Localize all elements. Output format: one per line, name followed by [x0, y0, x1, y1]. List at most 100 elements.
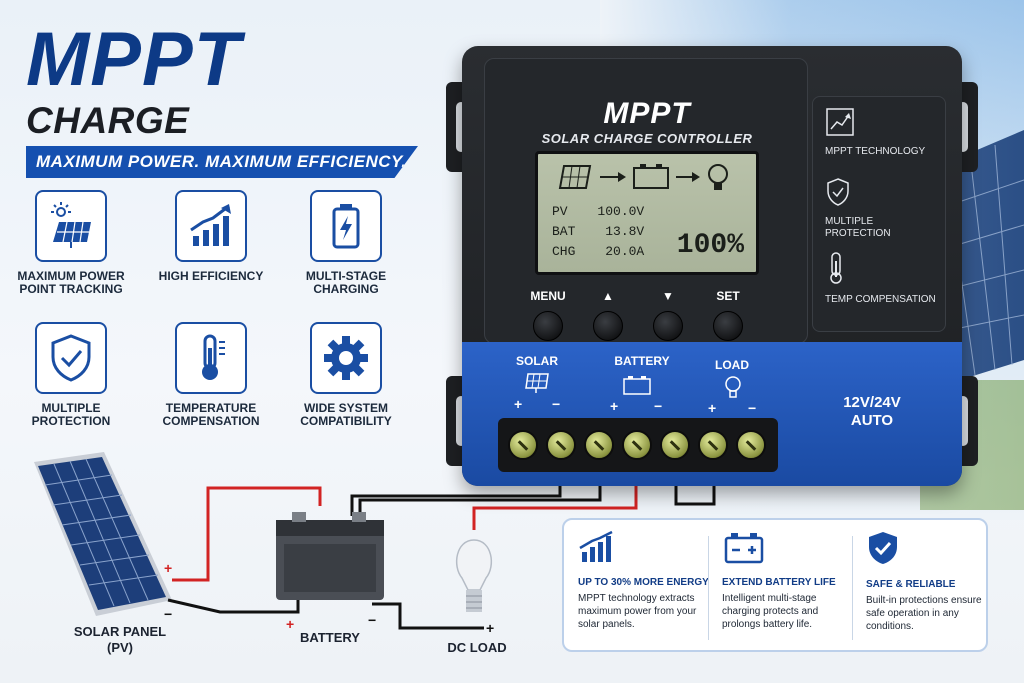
side-feature-label: TEMP COMPENSATION	[825, 294, 936, 305]
lcd-flow-icons	[558, 164, 728, 190]
lcd-display: PV 100.0V BAT 13.8V CHG 20.0A 100%	[535, 151, 759, 275]
feature-charging: MULTI-STAGE CHARGING	[281, 190, 411, 296]
menu-button[interactable]	[533, 311, 563, 341]
lcd-chg-value: 20.0A	[605, 244, 645, 259]
lcd-solar-icon	[558, 165, 592, 189]
solar-minus: −	[552, 396, 561, 412]
port-battery-icon	[623, 376, 651, 395]
benefit-energy: UP TO 30% MORE ENERGY MPPT technology ex…	[578, 530, 710, 631]
solar-plus: +	[514, 396, 523, 412]
front-panel: MPPT SOLAR CHARGE CONTROLLER	[484, 58, 808, 344]
bulb-illustration	[455, 539, 493, 612]
shield-check-icon	[869, 532, 897, 564]
terminal-screw[interactable]	[736, 430, 766, 460]
benefit-battery: EXTEND BATTERY LIFE Intelligent multi-st…	[722, 530, 854, 631]
load-positive-mark: +	[486, 620, 495, 636]
headline-title: MPPT	[26, 17, 242, 102]
load-port-label: LOAD	[715, 358, 749, 372]
benefit-text: MPPT technology extracts maximum power f…	[578, 593, 697, 630]
shield-check-icon	[35, 322, 107, 394]
growth-chart-icon	[175, 190, 247, 262]
lcd-battery-icon	[633, 164, 669, 189]
port-solar-icon	[525, 373, 549, 393]
benefit-title: EXTEND BATTERY LIFE	[722, 577, 836, 588]
charge-controller: MPPT SOLAR CHARGE CONTROLLER	[446, 46, 978, 486]
benefit-text: Intelligent multi-stage charging protect…	[722, 593, 819, 630]
side-feature-label: MPPT TECHNOLOGY	[825, 146, 926, 157]
lcd-pv-row: PV 100.0V	[552, 204, 644, 219]
battery-label: BATTERY	[300, 630, 360, 645]
port-bulb-icon	[725, 376, 741, 398]
up-button[interactable]	[593, 311, 623, 341]
solar-panel-illustration	[34, 452, 172, 616]
solar-port-label: SOLAR	[516, 354, 558, 368]
bar-chart-icon	[579, 530, 613, 562]
solar-negative-mark: −	[164, 606, 173, 622]
set-button-label: SET	[716, 289, 740, 303]
lcd-pv-value: 100.0V	[597, 204, 645, 219]
voltage-label: 12V/24V AUTO	[843, 394, 901, 429]
lcd-bat-row: BAT 13.8V	[552, 224, 644, 239]
load-plus: +	[708, 400, 717, 416]
battery-charging-icon	[310, 190, 382, 262]
terminal-screw[interactable]	[698, 430, 728, 460]
dc-load-label: DC LOAD	[447, 640, 507, 655]
lcd-chg-row: CHG 20.0A	[552, 244, 644, 259]
battery-illustration	[276, 512, 384, 600]
feature-label: TEMPERATURE COMPENSATION	[162, 401, 260, 428]
battery-positive-mark: +	[286, 616, 295, 632]
benefit-title: SAFE & RELIABLE	[866, 579, 956, 590]
load-minus: −	[748, 400, 757, 416]
feature-compatibility: WIDE SYSTEM COMPATIBILITY	[281, 322, 411, 428]
side-feature-mppt: MPPT TECHNOLOGY	[825, 107, 937, 158]
terminal-screw[interactable]	[660, 430, 690, 460]
feature-label: MAXIMUM POWER POINT TRACKING	[17, 269, 125, 296]
feature-label: MULTIPLE PROTECTION	[31, 401, 111, 428]
lcd-bat-label: BAT	[552, 224, 576, 239]
battery-minus: −	[654, 398, 663, 414]
feature-temperature: TEMPERATURE COMPENSATION	[146, 322, 276, 428]
thermometer-icon	[175, 322, 247, 394]
terminal-block	[498, 418, 778, 472]
battery-plus: +	[610, 398, 619, 414]
feature-protection: MULTIPLE PROTECTION	[6, 322, 136, 428]
solar-positive-mark: +	[164, 560, 173, 576]
feature-mppt: MAXIMUM POWER POINT TRACKING	[6, 190, 136, 296]
terminal-screw[interactable]	[508, 430, 538, 460]
benefit-safe: SAFE & RELIABLE Built-in protections ens…	[866, 530, 982, 633]
down-button[interactable]	[653, 311, 683, 341]
lcd-chg-label: CHG	[552, 244, 576, 259]
battery-icon	[724, 533, 764, 564]
thermometer-icon	[830, 252, 842, 284]
feature-label: HIGH EFFICIENCY	[158, 269, 264, 283]
side-feature-panel: MPPT TECHNOLOGY MULTIPLE PROTECTION TEMP…	[812, 96, 946, 332]
feature-label: WIDE SYSTEM COMPATIBILITY	[300, 401, 392, 428]
lcd-bulb-icon	[708, 164, 728, 190]
divider	[852, 536, 853, 640]
terminal-screw[interactable]	[622, 430, 652, 460]
controller-subtitle: SOLAR CHARGE CONTROLLER	[541, 131, 753, 146]
controller-title: MPPT	[603, 97, 691, 130]
chart-up-icon	[826, 108, 854, 136]
side-feature-temp: TEMP COMPENSATION	[825, 251, 937, 306]
terminal-screw[interactable]	[546, 430, 576, 460]
solar-panel-label: SOLAR PANEL (PV)	[73, 624, 167, 655]
battery-port-label: BATTERY	[614, 354, 670, 368]
menu-button-label: MENU	[530, 289, 566, 303]
divider	[708, 536, 709, 640]
side-feature-protection: MULTIPLE PROTECTION	[825, 177, 937, 240]
up-button-label: ▲	[602, 289, 614, 303]
side-feature-label: MULTIPLE PROTECTION	[825, 216, 891, 239]
set-button[interactable]	[713, 311, 743, 341]
battery-negative-mark: −	[368, 612, 377, 628]
lcd-percent: 100%	[676, 230, 744, 261]
benefits-box: UP TO 30% MORE ENERGY MPPT technology ex…	[562, 518, 988, 652]
lcd-pv-label: PV	[552, 204, 568, 219]
feature-efficiency: HIGH EFFICIENCY	[146, 190, 276, 283]
gear-icon	[310, 322, 382, 394]
tagline: MAXIMUM POWER. MAXIMUM EFFICIENCY.	[26, 146, 418, 178]
terminal-screw[interactable]	[584, 430, 614, 460]
benefit-text: Built-in protections ensure safe operati…	[866, 595, 982, 632]
lcd-bat-value: 13.8V	[605, 224, 645, 239]
